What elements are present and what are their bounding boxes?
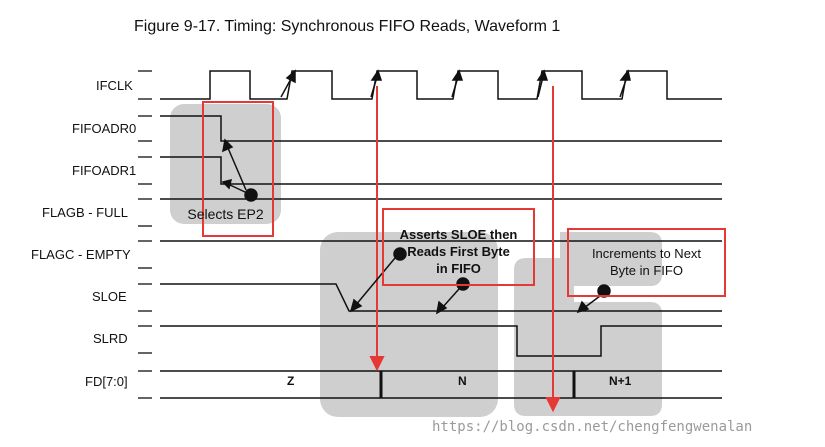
- annotation-increments-line1: Increments to Next: [591, 246, 702, 261]
- waveforms: [160, 70, 722, 399]
- fd-value-n-plus-1: N+1: [609, 374, 632, 388]
- clock-edge-arrows: [280, 69, 631, 98]
- sloe-dot: [393, 247, 407, 261]
- shade-increment: [514, 232, 662, 416]
- annotation-selects-ep2: Selects EP2: [187, 206, 264, 222]
- annotation-asserts-sloe-line3: in FIFO: [436, 261, 481, 276]
- signal-label-fd: FD[7:0]: [85, 374, 128, 389]
- annotation-pointers: [221, 138, 611, 315]
- highlight-ep2: [202, 101, 274, 237]
- highlight-boxes: [202, 101, 726, 297]
- signal-label-flagb: FLAGB - FULL: [42, 205, 128, 220]
- slrd-waveform: [160, 325, 722, 357]
- signal-label-sloe: SLOE: [92, 289, 127, 304]
- ifclk-waveform: [160, 70, 722, 100]
- signal-label-fifoadr1: FIFOADR1: [72, 163, 137, 178]
- signal-label-ifclk: IFCLK: [96, 78, 133, 93]
- fd-value-z: Z: [287, 374, 295, 388]
- signal-label-flagc: FLAGC - EMPTY: [31, 247, 131, 262]
- annotation-asserts-sloe-line1: Asserts SLOE then: [399, 227, 518, 242]
- signal-label-fifoadr0: FIFOADR0: [72, 121, 137, 136]
- signal-ticks: [138, 70, 152, 399]
- highlight-asserts-sloe: [382, 208, 535, 286]
- fifoadr1-waveform: [160, 156, 722, 185]
- annotation-asserts-sloe-line2: Reads First Byte: [407, 244, 510, 259]
- fd-value-n: N: [458, 374, 467, 388]
- sloe-waveform: [160, 283, 722, 312]
- fifoadr0-waveform: [160, 115, 722, 142]
- red-edge-arrows: [369, 86, 561, 413]
- figure-title: Figure 9-17. Timing: Synchronous FIFO Re…: [134, 18, 561, 35]
- signal-label-slrd: SLRD: [93, 331, 128, 346]
- ep2-dot: [244, 188, 258, 202]
- annotation-increments-line2: Byte in FIFO: [610, 263, 683, 278]
- highlight-increments: [567, 228, 726, 297]
- watermark-url: https://blog.csdn.net/chengfengwenalan: [432, 419, 753, 435]
